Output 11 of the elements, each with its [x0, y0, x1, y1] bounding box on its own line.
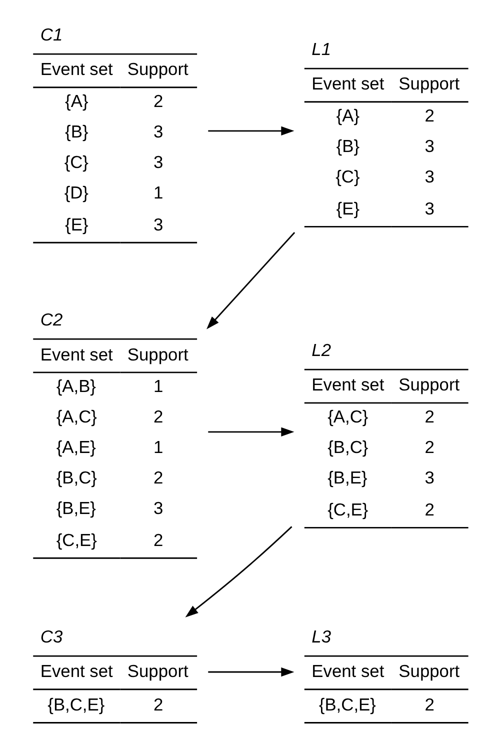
node-text: L2 Event set Support {A,C} 2 {B,C} 2 {B,E} 3 {C,E} 2 — [312, 340, 460, 520]
arrow — [208, 667, 294, 677]
arrow — [185, 526, 292, 618]
node-text: L1 Event set Support {A} 2 {B} 3 {C} 3 {E} 3 — [312, 38, 460, 218]
node-text: C1 Event set Support {A} 2 {B} 3 {C} 3 {D} 1 {E} 3 — [40, 24, 188, 234]
arrow — [208, 427, 294, 436]
node-text: C2 Event set Support {A,B} 1 {A,C} 2 {A,E} 1 {B,C} 2 {B,E} 3 {C,E} 2 — [40, 309, 188, 550]
arrow — [208, 126, 294, 136]
node-text: L3 Event set Support {B,C,E} 2 — [312, 626, 460, 715]
node-text: C3 Event set Support {B,C,E} 2 — [40, 626, 188, 715]
arrow — [206, 232, 296, 330]
